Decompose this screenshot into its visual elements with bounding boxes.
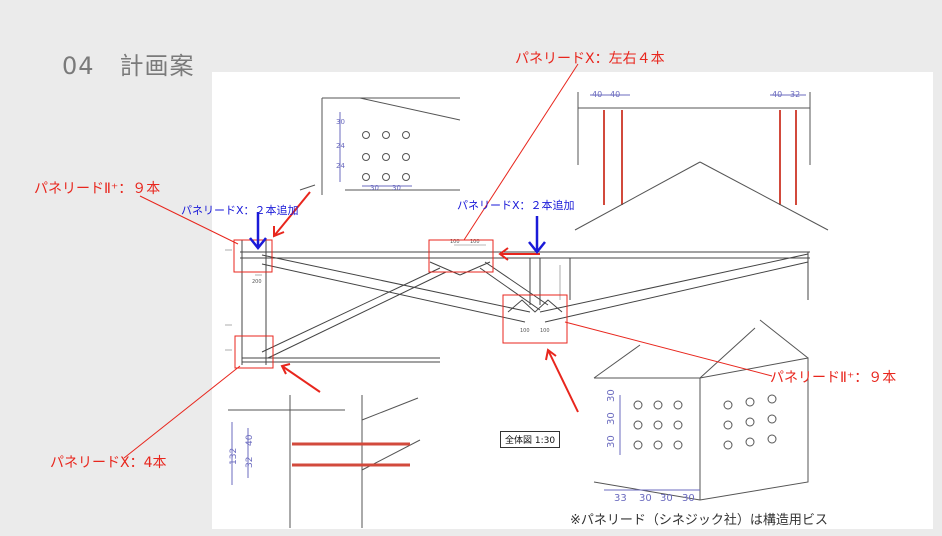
detail-bottom-left <box>228 395 421 528</box>
detail-bottom-right <box>593 319 809 501</box>
dim-label: 100 <box>470 239 480 245</box>
callout-left-top: パネリードⅡ⁺：９本 <box>34 181 161 197</box>
detail-top-right <box>577 92 811 165</box>
screws-bottom-left <box>292 442 410 467</box>
dim-label: 40 <box>592 90 602 99</box>
highlight-box-center <box>502 294 568 344</box>
page-title: 04 計画案 <box>62 52 195 80</box>
footnote: ※パネリード（シネジック社）は構造用ビス <box>570 513 828 528</box>
dim-label: 32 <box>790 90 800 99</box>
dim-label: 30 <box>606 435 617 448</box>
dim-label: 100 <box>520 328 530 334</box>
drawing-sheet <box>212 72 933 529</box>
dim-label: 30 <box>606 412 617 425</box>
callout-top-center: パネリードX：左右４本 <box>515 51 665 67</box>
dim-label: 30 <box>606 389 617 402</box>
dim-label: 24 <box>336 142 345 150</box>
callout-right-middle: パネリードⅡ⁺：９本 <box>770 370 897 386</box>
truss-dimensions <box>225 244 561 351</box>
red-arrow <box>273 191 311 237</box>
highlight-box-top-center <box>428 239 494 273</box>
dim-label: 200 <box>252 279 262 285</box>
dim-label: 30 <box>370 184 379 192</box>
detail-top-left <box>299 97 461 195</box>
dim-label: 40 <box>772 90 782 99</box>
dim-label: 24 <box>336 162 345 170</box>
dim-label: 30 <box>392 184 401 192</box>
dim-label: 40 <box>610 90 620 99</box>
screw-pattern-bottom-right <box>633 394 777 450</box>
highlight-box-bottom-left <box>234 335 274 369</box>
dim-label: 32 <box>245 457 255 468</box>
dim-label: 100 <box>540 328 550 334</box>
red-arrow <box>547 349 579 413</box>
dim-label: 30 <box>682 493 695 504</box>
dim-label: 40 <box>245 434 255 446</box>
dim-label: 33 <box>614 493 627 504</box>
dim-label: 30 <box>660 493 673 504</box>
roof-outline <box>574 161 829 231</box>
screws-top-right <box>603 110 797 205</box>
callout-blue-center: パネリードX：２本追加 <box>457 199 575 212</box>
dim-label: 30 <box>336 118 345 126</box>
leader-lines <box>123 63 773 459</box>
callout-blue-left: パネリードX：２本追加 <box>181 204 299 217</box>
dim-label: 100 <box>450 239 460 245</box>
dim-label: 132 <box>229 448 239 465</box>
callout-left-bottom: パネリードX：4本 <box>50 455 167 471</box>
scale-label: 全体図 1:30 <box>500 431 561 448</box>
truss-frame <box>240 240 810 365</box>
red-arrow <box>281 365 321 393</box>
blue-arrows <box>249 212 546 255</box>
red-arrows <box>273 191 579 413</box>
dim-label: 30 <box>639 493 652 504</box>
